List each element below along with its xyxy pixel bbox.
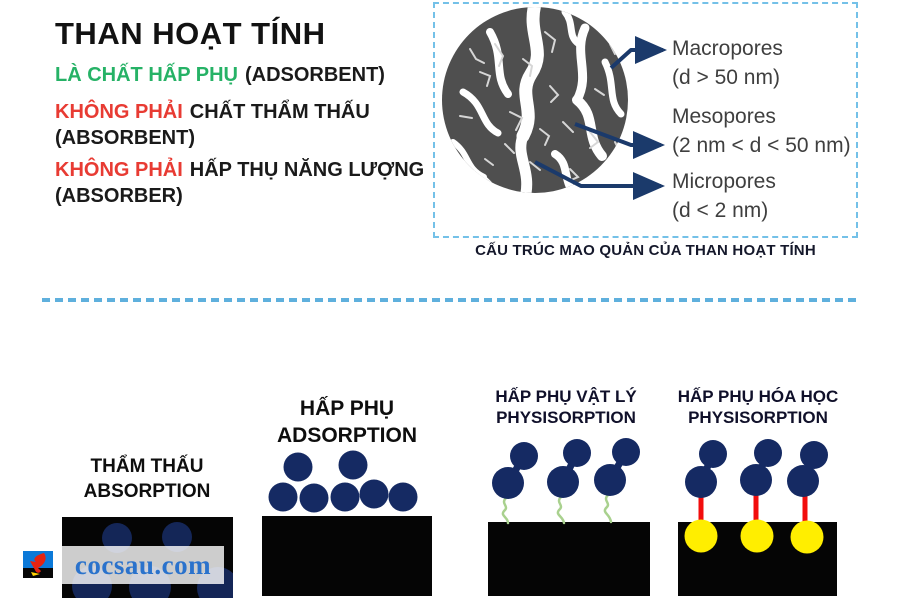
mesopores-label: Mesopores (2 nm < d < 50 nm) — [672, 102, 851, 160]
diagram-title-absorption: THẨM THẤU ABSORPTION — [47, 454, 247, 504]
pore-name: Mesopores — [672, 105, 776, 128]
diagram-title-chemisorption: HẤP PHỤ HÓA HỌC PHYSISORPTION — [653, 386, 863, 428]
adsorption-diagram — [262, 450, 432, 596]
active-sites — [684, 519, 824, 554]
pore-panel-caption: CẤU TRÚC MAO QUẢN CỦA THAN HOẠT TÍNH — [475, 242, 816, 259]
pore-name: Micropores — [672, 170, 776, 193]
chemisorption-diagram — [678, 439, 837, 596]
intro-highlight-red: KHÔNG PHẢI — [55, 101, 183, 123]
micropores-label: Micropores (d < 2 nm) — [672, 167, 776, 225]
charcoal-circle — [442, 7, 628, 193]
pore-name: Macropores — [672, 37, 783, 60]
pore-size: (d > 50 nm) — [672, 66, 780, 89]
intro-line-absorber-paren: (ABSORBER) — [55, 185, 183, 207]
comparison-diagrams-illustration — [62, 438, 837, 598]
mesopores-arrow — [574, 122, 665, 159]
pore-structure-panel: Macropores (d > 50 nm) Mesopores (2 nm <… — [433, 2, 858, 238]
pore-size: (d < 2 nm) — [672, 199, 769, 222]
molecules — [492, 438, 640, 499]
title-en: ABSORPTION — [83, 481, 211, 502]
intro-line-absorber: KHÔNG PHẢI HẤP THỤ NĂNG LƯỢNG — [55, 159, 424, 182]
intro-line-absorbent: KHÔNG PHẢI CHẤT THẨM THẤU — [55, 101, 370, 124]
cocsau-logo-icon — [23, 551, 53, 578]
dashed-divider — [42, 298, 856, 302]
intro-rest: HẤP THỤ NĂNG LƯỢNG — [189, 159, 425, 181]
title-en: ADSORPTION — [276, 424, 417, 447]
intro-line-absorbent-paren: (ABSORBENT) — [55, 127, 195, 149]
watermark-text: cocsau.com — [74, 549, 212, 580]
intro-rest: CHẤT THẨM THẤU — [189, 101, 370, 123]
watermark: cocsau.com — [62, 546, 224, 584]
title-vi: THẨM THẤU — [90, 456, 204, 477]
physisorption-diagram — [488, 438, 650, 596]
diagram-title-adsorption: HẤP PHỤ ADSORPTION — [247, 395, 447, 449]
pore-structure-illustration — [442, 7, 667, 200]
intro-highlight-green: LÀ CHẤT HẤP PHỤ — [55, 64, 238, 86]
title-en: PHYSISORPTION — [688, 408, 828, 427]
macropores-arrow — [609, 36, 667, 70]
title-vi: HẤP PHỤ VẬT LÝ — [495, 387, 637, 406]
title-vi: HẤP PHỤ — [299, 397, 395, 420]
title-vi: HẤP PHỤ HÓA HỌC — [677, 387, 839, 406]
intro-line-adsorbent: LÀ CHẤT HẤP PHỤ (ADSORBENT) — [55, 64, 385, 87]
page-title: THAN HOẠT TÍNH — [55, 16, 326, 51]
macropores-label: Macropores (d > 50 nm) — [672, 34, 783, 92]
title-en: PHYSISORPTION — [496, 408, 636, 427]
intro-highlight-red: KHÔNG PHẢI — [55, 159, 183, 181]
pore-size: (2 nm < d < 50 nm) — [672, 134, 851, 157]
micropores-arrow — [534, 160, 665, 200]
weak-bond-squiggles — [501, 493, 613, 525]
diagram-title-physisorption: HẤP PHỤ VẬT LÝ PHYSISORPTION — [461, 386, 671, 428]
molecules — [685, 439, 828, 498]
intro-rest: (ADSORBENT) — [244, 64, 385, 86]
